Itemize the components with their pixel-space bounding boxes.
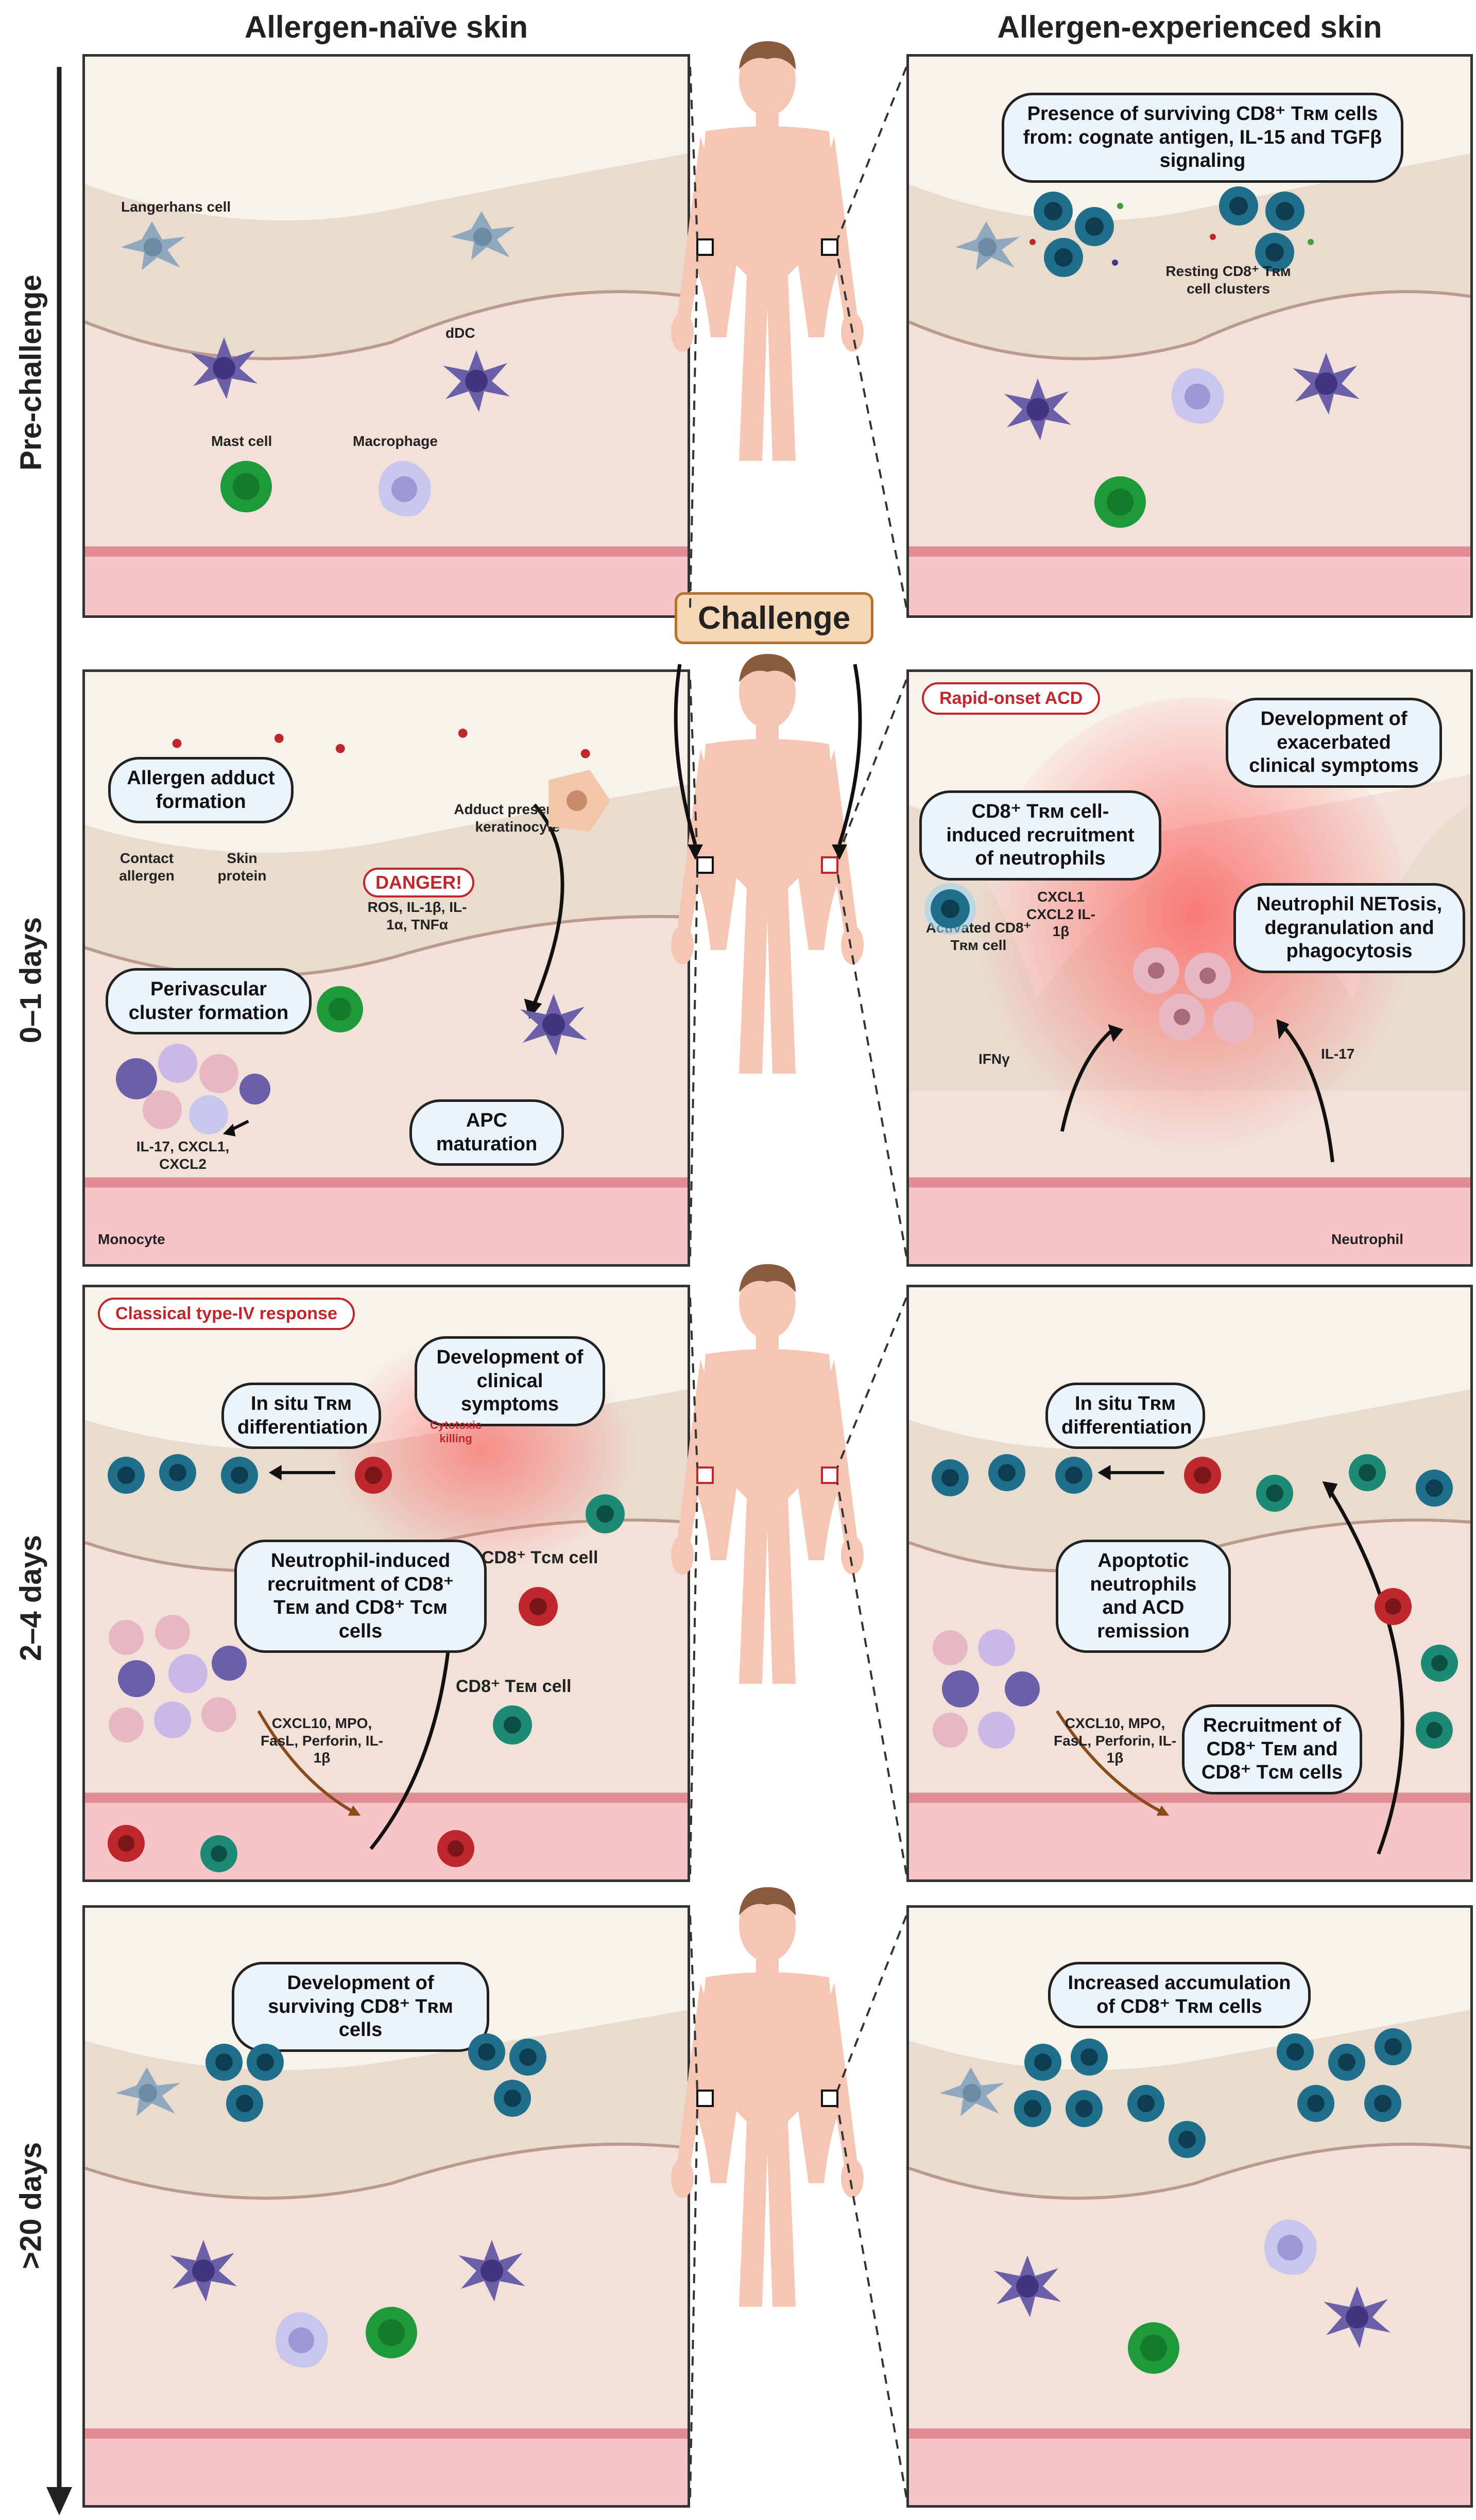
trm-cell-cluster-icon: [205, 2044, 284, 2122]
bubble-apoptotic-neutrophils: Apoptotic neutrophils and ACD remission: [1056, 1540, 1231, 1653]
activated-trm-cell-icon: [924, 883, 976, 935]
row-label-2-4-days: 2–4 days: [14, 1534, 48, 1662]
bubble-increased-trm-accumulation: Increased accumulation of CD8⁺ Tʀᴍ cells: [1048, 1962, 1311, 2029]
panel-pre-challenge-experienced: Presence of surviving CD8⁺ Tʀᴍ cells fro…: [906, 54, 1473, 618]
langerhans-cell-icon: [955, 221, 1020, 270]
dendritic-cell-icon: [170, 2240, 237, 2302]
dendritic-cell-icon-2: [1293, 353, 1360, 415]
label-ifn-gamma: IFNγ: [979, 1051, 1010, 1067]
langerhans-cell-icon-2: [451, 211, 515, 260]
mast-cell-icon: [220, 461, 272, 512]
langerhans-cell-icon: [121, 221, 185, 270]
macrophage-icon: [1264, 2219, 1317, 2275]
challenge-label: Challenge: [675, 592, 874, 644]
bubble-neutrophil-induced-recruitment: Neutrophil-induced recruitment of CD8⁺ T…: [234, 1540, 487, 1653]
neutrophil-dc-cluster-icon: [933, 1629, 1040, 1749]
perivascular-cluster-icon: [116, 1044, 270, 1134]
bubble-in-situ-trm: In situ Tʀᴍ differentiation: [221, 1383, 381, 1449]
trm-cell-cluster-icon: [1029, 192, 1123, 277]
dendritic-cell-icon-2: [1324, 2286, 1391, 2348]
label-il17-cxcl: IL-17, CXCL1, CXCL2: [136, 1138, 230, 1172]
mast-cell-icon: [1094, 476, 1146, 528]
langerhans-cell-icon: [116, 2067, 180, 2116]
dendritic-cell-icon-2: [443, 350, 510, 412]
bubble-surviving-trm-development: Development of surviving CD8⁺ Tʀᴍ cells: [232, 1962, 489, 2052]
dendritic-cell-icon: [520, 994, 587, 1056]
panel-0-1-days-naive: Allergen adduct formation Contact allerg…: [82, 669, 690, 1267]
tag-rapid-onset-acd: Rapid-onset ACD: [922, 682, 1101, 715]
bubble-exacerbated-symptoms: Development of exacerbated clinical symp…: [1226, 698, 1442, 788]
trm-cell-cluster-icon-2: [1210, 186, 1314, 272]
macrophage-icon: [1172, 368, 1224, 424]
dendritic-cell-icon: [191, 337, 258, 399]
neutrophil-dc-cluster-icon: [109, 1615, 247, 1742]
dendritic-cell-icon-2: [458, 2240, 525, 2302]
skin-layers-illustration: [909, 1287, 1470, 1879]
panel-2-4-days-naive: Classical type-IV response Development o…: [82, 1285, 690, 1882]
label-danger-signals: ROS, IL-1β, IL-1α, TNFα: [367, 899, 467, 933]
mast-cell-icon: [1128, 2322, 1179, 2374]
langerhans-cell-icon: [940, 2067, 1004, 2116]
label-skin-protein: Skin protein: [217, 850, 267, 884]
neutrophil-cluster-icon: [1133, 947, 1254, 1043]
macrophage-icon: [276, 2312, 328, 2368]
keratinocyte-icon: [548, 770, 610, 832]
tem-cell-icon-2: [493, 1705, 532, 1745]
label-cxcl10-mpo: CXCL10, MPO, FasL, Perforin, IL-1β: [260, 1715, 384, 1766]
tag-classical-type-iv: Classical type-IV response: [98, 1298, 355, 1330]
bubble-apc-maturation: APC maturation: [409, 1099, 564, 1166]
label-tcm-cell: CD8⁺ Tᴄᴍ cell: [482, 1548, 598, 1567]
label-langerhans-cell: Langerhans cell: [121, 199, 231, 215]
macrophage-icon: [379, 461, 431, 516]
label-neutrophil: Neutrophil: [1331, 1231, 1403, 1247]
panel-20-days-experienced: Increased accumulation of CD8⁺ Tʀᴍ cells: [906, 1905, 1473, 2508]
label-macrophage: Macrophage: [353, 433, 438, 449]
bubble-in-situ-trm: In situ Tʀᴍ differentiation: [1045, 1383, 1205, 1449]
trm-cell-cluster-icon: [1014, 2039, 1206, 2158]
row-label-pre-challenge: Pre-challenge: [14, 274, 48, 471]
panel-0-1-days-experienced: Rapid-onset ACD Development of exacerbat…: [906, 669, 1473, 1267]
bubble-clinical-symptoms: Development of clinical symptoms: [415, 1336, 605, 1426]
tcm-cell-icon: [519, 1587, 558, 1626]
label-contact-allergen: Contact allergen: [119, 850, 175, 884]
bubble-recruitment-tem-tcm: Recruitment of CD8⁺ Tᴇᴍ and CD8⁺ Tᴄᴍ cel…: [1182, 1704, 1362, 1794]
panel-pre-challenge-naive: Langerhans cell dDC Mast cell Macrophage: [82, 54, 690, 618]
panel-2-4-days-experienced: In situ Tʀᴍ differentiation Apoptotic ne…: [906, 1285, 1473, 1882]
trm-cell-row-icon: [108, 1454, 392, 1494]
row-label-20-days: >20 days: [14, 2142, 48, 2269]
label-ddc: dDC: [445, 325, 475, 341]
skin-layers-illustration: [85, 57, 688, 615]
column-header-right: Allergen-experienced skin: [997, 10, 1382, 44]
trm-cell-cluster-icon-2: [1277, 2028, 1412, 2122]
danger-badge: DANGER!: [363, 868, 474, 897]
row-label-0-1-days: 0–1 days: [14, 917, 48, 1044]
dendritic-cell-icon: [1004, 378, 1071, 440]
label-cxcl10-mpo: CXCL10, MPO, FasL, Perforin, IL-1β: [1053, 1715, 1177, 1766]
column-header-left: Allergen-naïve skin: [244, 10, 528, 44]
mast-cell-icon: [366, 2307, 417, 2358]
bubble-surviving-trm: Presence of surviving CD8⁺ Tʀᴍ cells fro…: [1002, 93, 1403, 183]
vessel-cells-icon: [108, 1825, 474, 1872]
panel-20-days-naive: Development of surviving CD8⁺ Tʀᴍ cells: [82, 1905, 690, 2508]
label-cytotoxic-killing: Cytotoxic killing: [430, 1419, 482, 1445]
label-il17: IL-17: [1321, 1046, 1355, 1062]
tem-cell-icon: [586, 1494, 625, 1533]
dendritic-cell-icon: [994, 2255, 1061, 2317]
bubble-perivascular-cluster: Perivascular cluster formation: [106, 968, 312, 1035]
bubble-neutrophil-netosis: Neutrophil NETosis, degranulation and ph…: [1233, 883, 1465, 973]
tcm-tem-cells-icon: [1375, 1588, 1458, 1749]
bubble-allergen-adduct: Allergen adduct formation: [108, 757, 294, 824]
bubble-trm-neutrophil-recruitment: CD8⁺ Tʀᴍ cell-induced recruitment of neu…: [919, 790, 1161, 881]
label-tem-cell: CD8⁺ Tᴇᴍ cell: [456, 1677, 572, 1696]
trm-cell-row-icon: [932, 1454, 1453, 1512]
label-resting-trm-clusters: Resting CD8⁺ Tʀᴍ cell clusters: [1165, 263, 1291, 297]
mast-cell-degranulating-icon: [317, 986, 363, 1032]
trm-cell-cluster-icon-2: [468, 2033, 546, 2117]
label-monocyte: Monocyte: [98, 1231, 165, 1247]
label-mast-cell: Mast cell: [211, 433, 272, 449]
label-cxcl1-cxcl2: CXCL1 CXCL2 IL-1β: [1026, 889, 1095, 940]
